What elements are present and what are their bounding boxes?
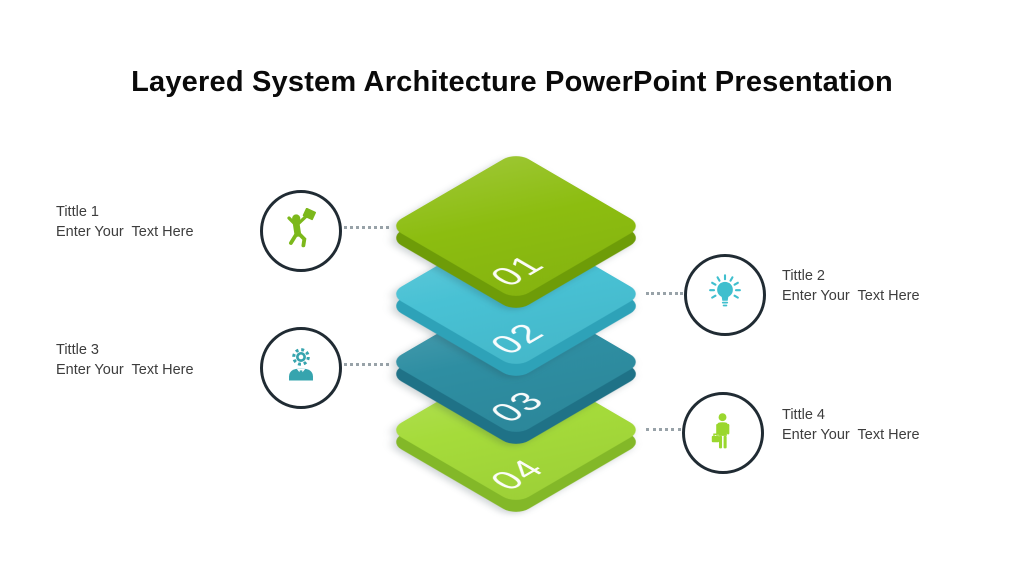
callout-1-subtitle: Enter Your Text Here bbox=[56, 224, 194, 240]
callout-4-title: Tittle 4 bbox=[782, 407, 825, 423]
callout-1-title: Tittle 1 bbox=[56, 204, 99, 220]
lightbulb-icon bbox=[709, 274, 741, 307]
celebrating-businessman-icon bbox=[287, 208, 316, 248]
slide-title: Layered System Architecture PowerPoint P… bbox=[131, 66, 893, 98]
callout-4-text: Tittle 4 Enter Your Text Here bbox=[782, 405, 920, 445]
callout-1-text: Tittle 1 Enter Your Text Here bbox=[56, 202, 194, 242]
businessman-briefcase-icon bbox=[711, 413, 730, 449]
callout-3-subtitle: Enter Your Text Here bbox=[56, 362, 194, 378]
connector-line-1 bbox=[344, 226, 389, 229]
callout-1-icon-circle bbox=[260, 190, 342, 272]
callout-2-subtitle: Enter Your Text Here bbox=[782, 288, 920, 304]
connector-line-3 bbox=[344, 363, 389, 366]
callout-2-icon-circle bbox=[684, 254, 766, 336]
callout-4-subtitle: Enter Your Text Here bbox=[782, 427, 920, 443]
connector-line-2 bbox=[646, 292, 683, 295]
callout-2-text: Tittle 2 Enter Your Text Here bbox=[782, 266, 920, 306]
connector-line-4 bbox=[646, 428, 681, 431]
callout-3-title: Tittle 3 bbox=[56, 342, 99, 358]
callout-3-text: Tittle 3 Enter Your Text Here bbox=[56, 340, 194, 380]
manager-gear-icon bbox=[289, 348, 313, 381]
callout-2-title: Tittle 2 bbox=[782, 268, 825, 284]
callout-4-icon-circle bbox=[682, 392, 764, 474]
callout-3-icon-circle bbox=[260, 327, 342, 409]
